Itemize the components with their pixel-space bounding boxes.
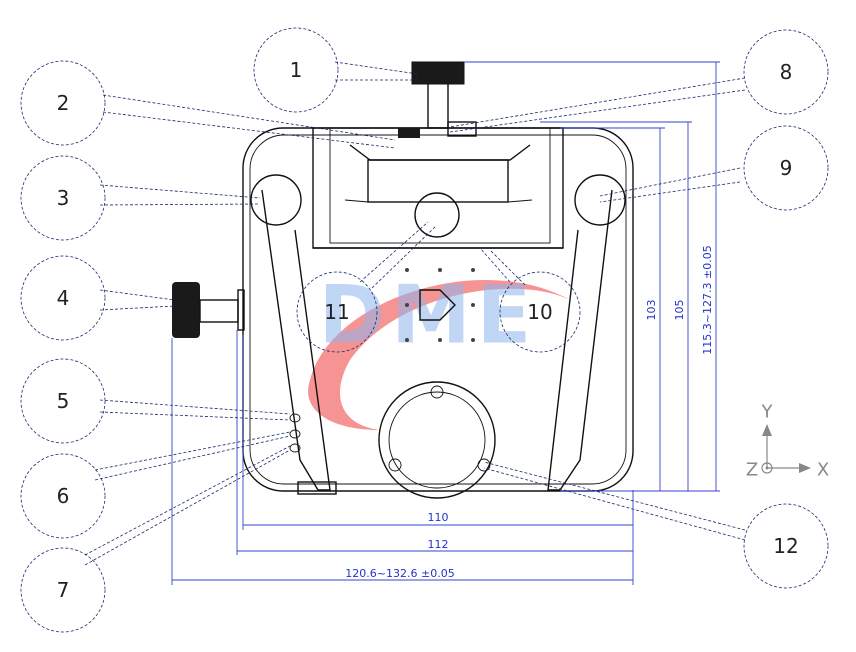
left-rail xyxy=(261,189,331,491)
led-5 xyxy=(289,413,301,423)
leader-lines xyxy=(84,61,746,566)
callout-12-label: 12 xyxy=(773,534,798,558)
callout-bubble-3 xyxy=(20,155,106,241)
led-6 xyxy=(289,429,301,439)
callout-10-label: 10 xyxy=(527,300,552,324)
dim-112-label: 112 xyxy=(428,538,449,551)
axis-triad: Y Z X xyxy=(746,402,829,481)
axis-z-label: Z xyxy=(746,460,758,481)
left-knob-flange xyxy=(237,289,245,331)
callout-1-label: 1 xyxy=(290,58,303,82)
callout-bubble-6 xyxy=(20,453,106,539)
axis-y-label: Y xyxy=(761,402,774,423)
z-origin-icon xyxy=(761,462,773,474)
callout-bubble-12 xyxy=(743,503,829,589)
y-arrow-icon xyxy=(762,424,772,436)
callout-bubble-5 xyxy=(20,358,106,444)
axis-x-label: X xyxy=(817,460,829,481)
top-knob xyxy=(411,61,465,85)
dim-103-label: 103 xyxy=(645,300,658,321)
callout-8-label: 8 xyxy=(780,60,793,84)
callout-2-label: 2 xyxy=(57,91,70,115)
callout-4-label: 4 xyxy=(57,286,70,310)
top-knob-stem xyxy=(427,81,449,129)
dim-height-range-label: 115.3~127.3 ±0.05 xyxy=(701,245,714,354)
bottom-foot xyxy=(297,481,337,495)
left-side-knob xyxy=(250,174,302,226)
left-knob-stem xyxy=(199,299,239,323)
callout-bubble-1 xyxy=(253,27,339,113)
bottom-plate xyxy=(378,381,496,499)
callout-bubble-7 xyxy=(20,547,106,633)
center-lock-knob xyxy=(414,192,460,238)
device-body xyxy=(172,61,634,499)
callout-7-label: 7 xyxy=(57,578,70,602)
plate-screw-top xyxy=(430,385,444,399)
watermark-text: DME xyxy=(319,269,538,362)
dim-width-range-label: 120.6~132.6 ±0.05 xyxy=(345,567,454,580)
callout-bubble-2 xyxy=(20,60,106,146)
callout-bubble-8 xyxy=(743,29,829,115)
right-rail xyxy=(547,189,613,491)
x-arrow-icon xyxy=(799,463,811,473)
right-side-knob xyxy=(574,174,626,226)
callout-bubble-4 xyxy=(20,255,106,341)
clamp-slot-edges xyxy=(344,199,533,203)
center-emblem xyxy=(419,289,456,321)
left-knob xyxy=(172,282,200,338)
clamp-slot xyxy=(367,159,509,203)
bottom-plate-inner xyxy=(388,391,486,489)
callout-11-label: 11 xyxy=(324,300,349,324)
led-7 xyxy=(289,443,301,453)
clamp-inner xyxy=(329,127,551,244)
plate-screw-right xyxy=(477,458,491,472)
callout-9-label: 9 xyxy=(780,156,793,180)
body-inner-outline xyxy=(249,134,627,485)
plate-screw-left xyxy=(388,458,402,472)
top-clip xyxy=(447,121,477,137)
level-dots xyxy=(405,268,475,342)
callout-bubble-11 xyxy=(296,271,378,353)
dimensions: 110 112 120.6~132.6 ±0.05 103 105 115.3~… xyxy=(171,61,720,585)
callout-bubbles: 1 2 3 4 5 6 7 8 9 10 11 12 xyxy=(20,27,829,633)
callout-bubble-9 xyxy=(743,125,829,211)
watermark: DME xyxy=(308,269,570,430)
callout-3-label: 3 xyxy=(57,186,70,210)
callout-6-label: 6 xyxy=(57,484,70,508)
dim-110-label: 110 xyxy=(428,511,449,524)
dim-105-label: 105 xyxy=(673,300,686,321)
watermark-swoosh xyxy=(308,279,570,430)
clamp-jaw xyxy=(349,144,531,161)
small-screw xyxy=(398,128,420,138)
callout-bubble-10 xyxy=(499,271,581,353)
callout-5-label: 5 xyxy=(57,389,70,413)
